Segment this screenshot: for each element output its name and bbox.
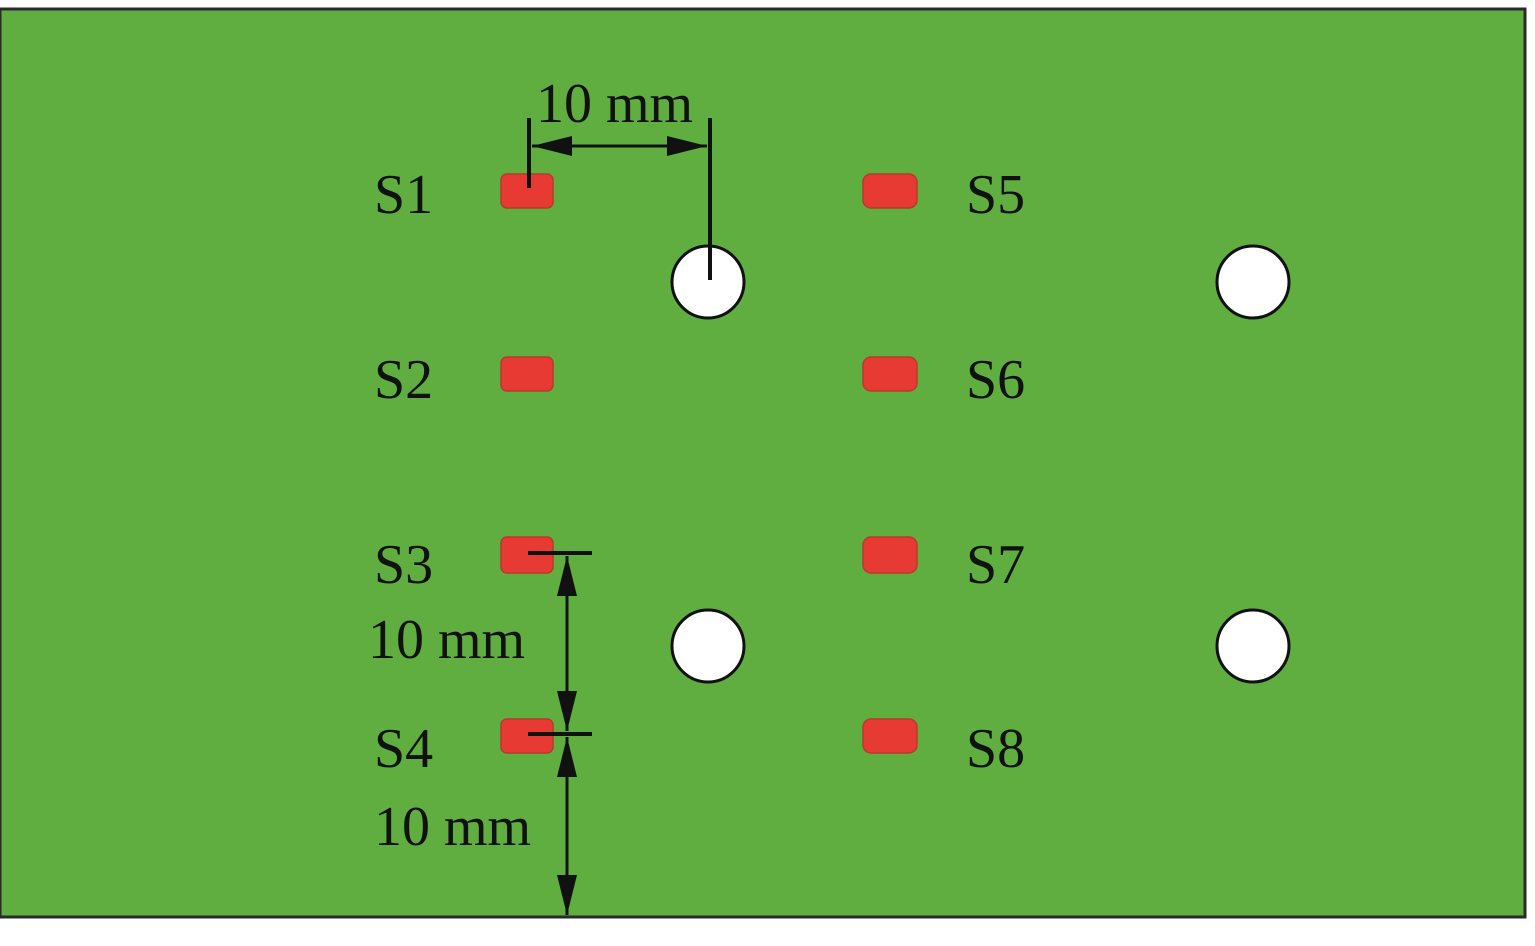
sensor-s8: S8 (862, 718, 1025, 780)
dimension-horizontal: 10 mm (527, 73, 712, 280)
dimension-label: 10 mm (374, 796, 531, 858)
mounting-hole (1215, 244, 1291, 320)
dimension-vertical-s3-s4: 10 mm (368, 551, 592, 736)
sensor-pad (862, 718, 918, 754)
sensor-s3: S3 (374, 534, 554, 596)
sensor-s6: S6 (862, 349, 1025, 411)
sensor-label: S5 (966, 164, 1025, 226)
sensor-label: S2 (374, 349, 433, 411)
sensor-label: S3 (374, 534, 433, 596)
sensor-s2: S2 (374, 349, 554, 411)
sensor-label: S4 (374, 718, 433, 780)
sensor-pad (862, 536, 918, 574)
sensor-pad (862, 356, 918, 392)
dimension-vertical-s4-edge: 10 mm (374, 737, 577, 915)
sensor-s4: S4 (374, 718, 554, 780)
dimension-label: 10 mm (368, 609, 525, 671)
sensor-pad (862, 173, 918, 209)
mounting-hole (670, 608, 746, 684)
sensor-label: S1 (374, 164, 433, 226)
sensor-label: S7 (966, 534, 1025, 596)
sensor-s1: S1 (374, 164, 554, 226)
sensor-pad (500, 356, 554, 392)
sensor-label: S8 (966, 718, 1025, 780)
sensor-label: S6 (966, 349, 1025, 411)
sensor-s7: S7 (862, 534, 1025, 596)
dimension-label: 10 mm (536, 73, 693, 135)
board (0, 7, 1527, 919)
mounting-hole (1215, 608, 1291, 684)
sensor-s5: S5 (862, 164, 1025, 226)
